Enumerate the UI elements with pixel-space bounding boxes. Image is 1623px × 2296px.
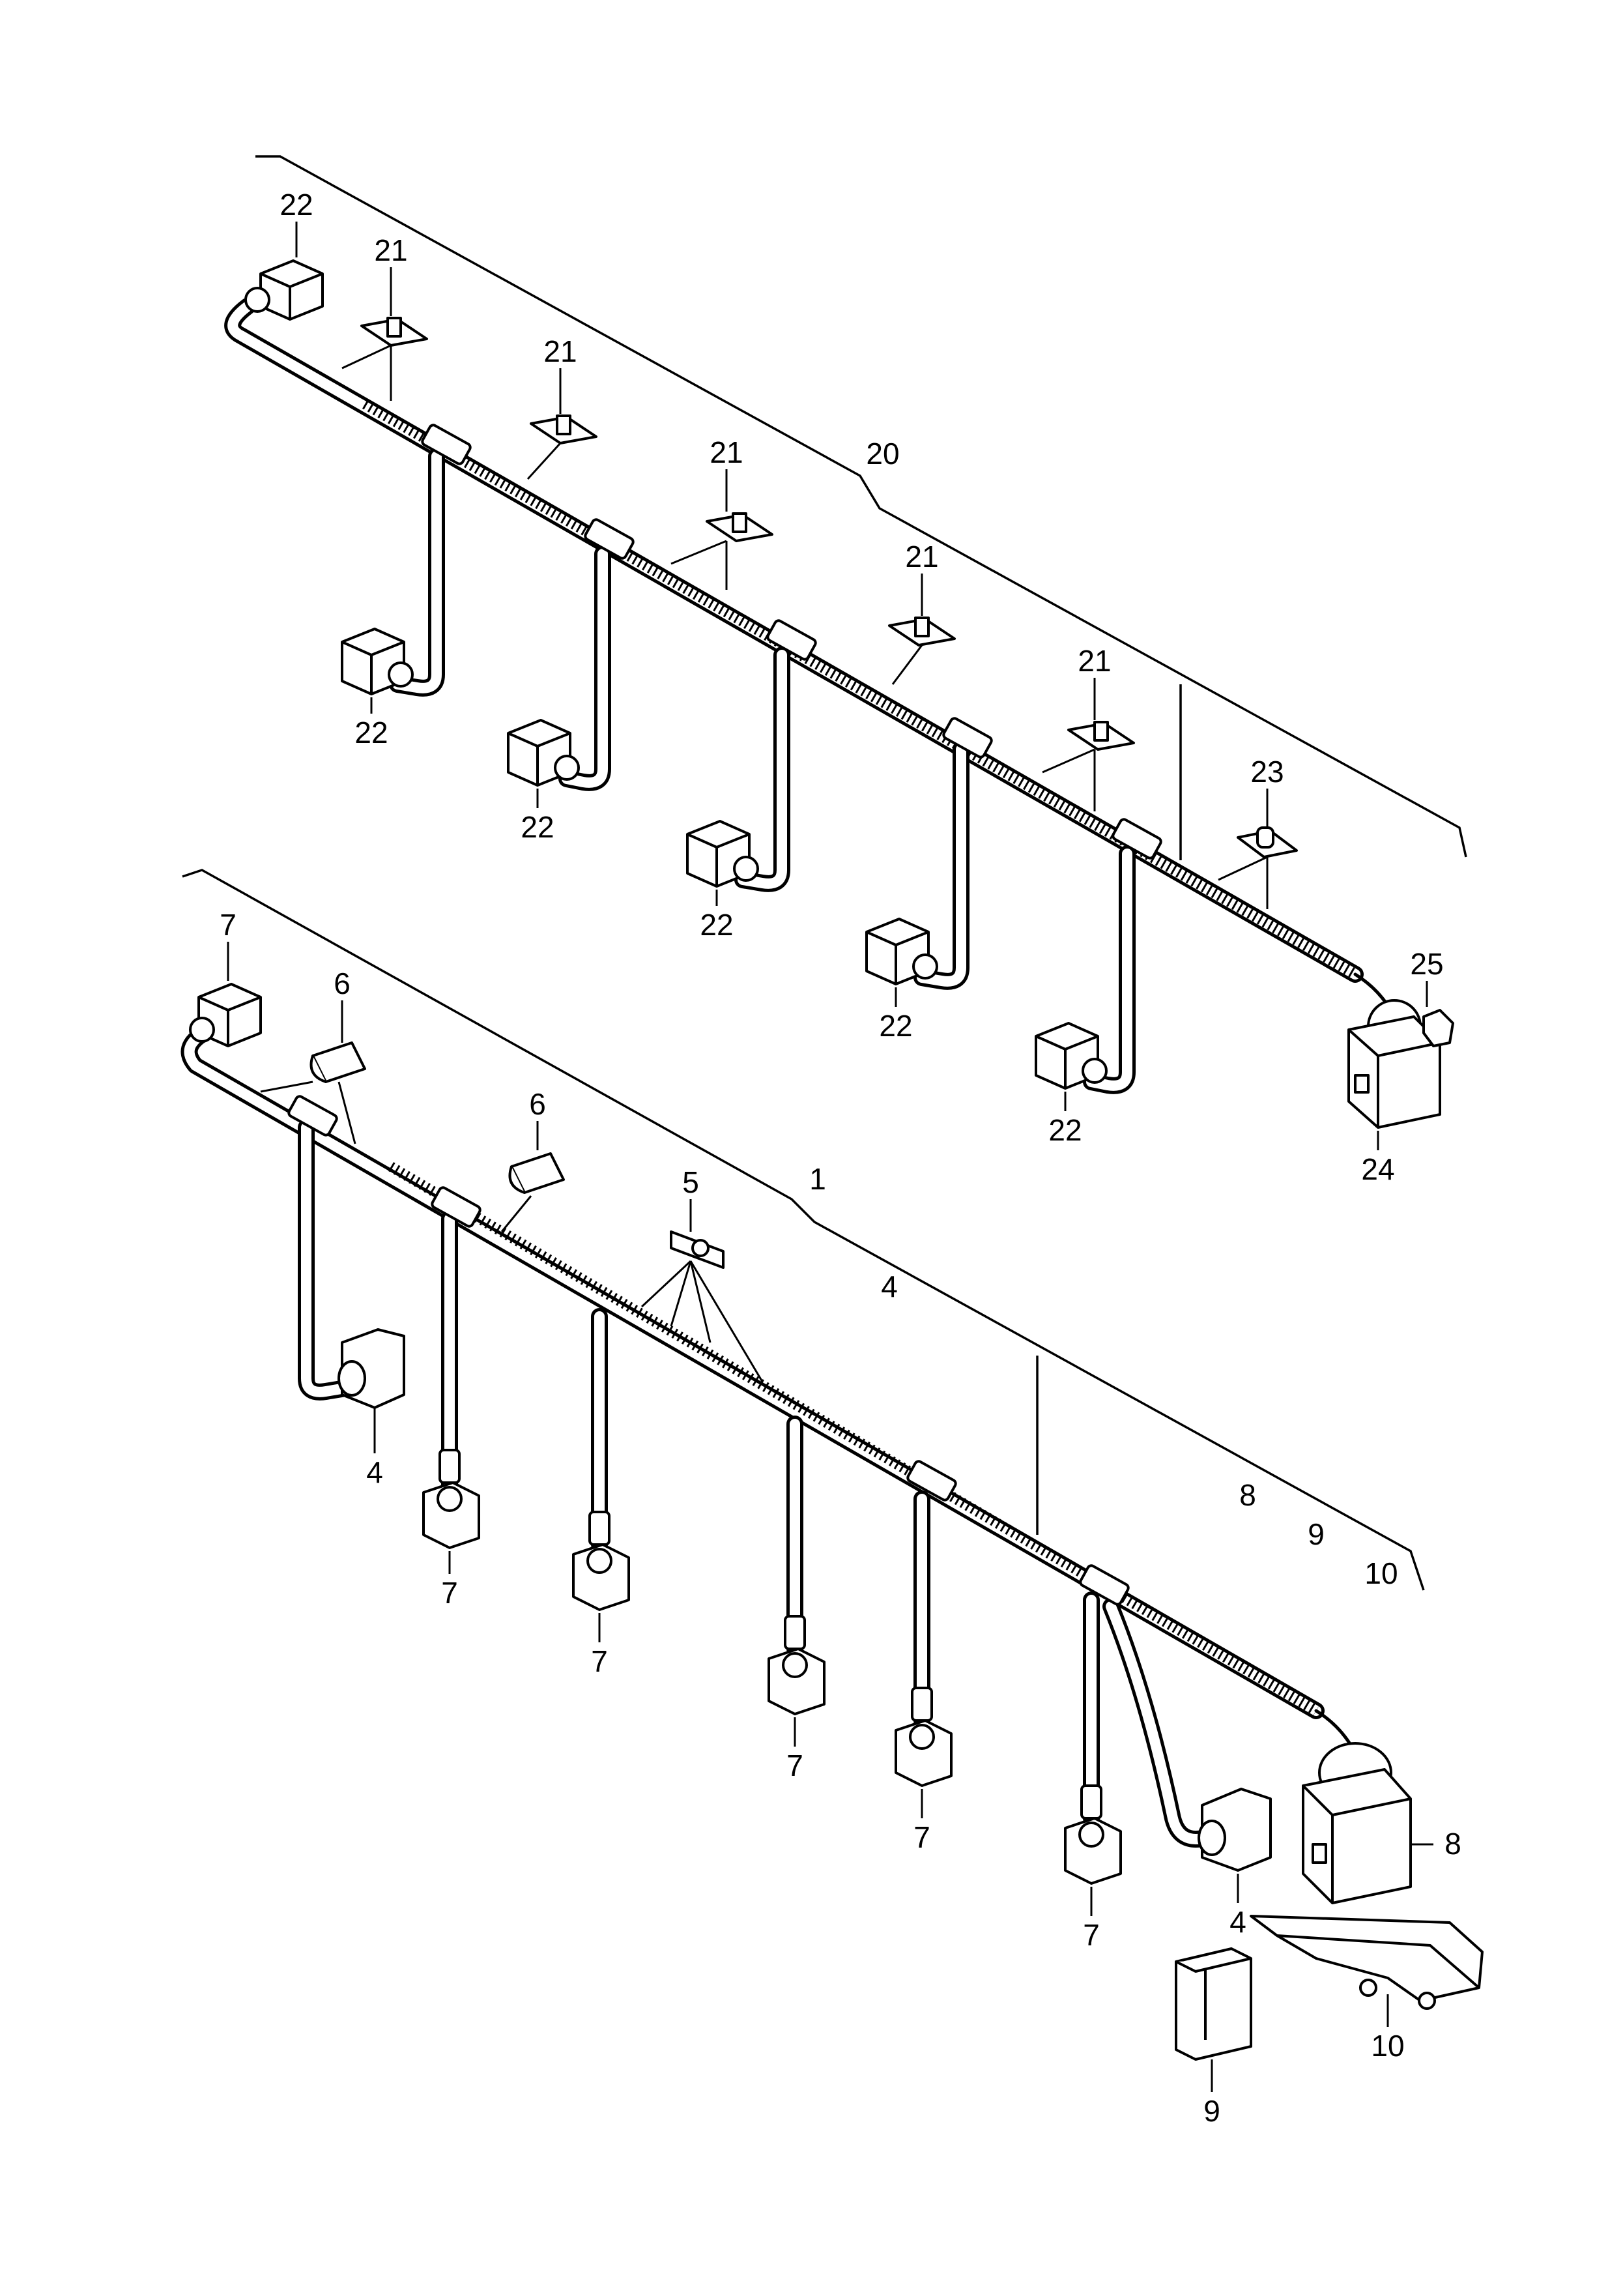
holder-icon (338, 1328, 405, 1409)
holder-icon (1422, 1009, 1454, 1047)
upper-branches (389, 448, 1136, 1094)
callout-6: 6 (529, 1087, 546, 1121)
callout-7: 7 (220, 908, 237, 942)
callout-21: 21 (543, 334, 577, 368)
callout-7: 7 (591, 1644, 608, 1678)
callout-21: 21 (374, 233, 407, 267)
clip-icon (706, 512, 773, 542)
bracket-icon (1175, 1947, 1252, 2061)
clip-icon (508, 1152, 565, 1194)
group-1-bracket (182, 869, 1425, 1591)
clip-icon (360, 317, 428, 347)
lower-branches (298, 1119, 1214, 1848)
callout-9: 9 (1203, 2094, 1220, 2128)
callout-7: 7 (441, 1576, 458, 1610)
callout-4: 4 (1229, 1905, 1246, 1939)
clip-icon (1067, 721, 1135, 751)
clip-icon (530, 414, 597, 444)
connector-icon (244, 259, 324, 321)
lower-harness-assembly (180, 869, 1484, 2092)
callout-21: 21 (1078, 644, 1111, 678)
callout-7: 7 (1083, 1918, 1100, 1952)
plug-icon (1347, 972, 1441, 1129)
group-20-bracket (255, 155, 1467, 858)
callout-7: 7 (913, 1820, 930, 1854)
connector-icon (572, 1511, 630, 1611)
callout-22: 22 (521, 810, 554, 844)
callout-22: 22 (354, 716, 388, 749)
connector-icon (507, 719, 580, 787)
callout-5: 5 (682, 1165, 699, 1199)
callout-4: 4 (881, 1270, 898, 1303)
callout-labels: 22 21 21 20 21 21 21 23 25 22 22 22 22 2… (220, 188, 1461, 2128)
lower-sleeves (287, 1095, 1130, 1606)
upper-harness-assembly (224, 155, 1467, 1150)
connector-icon (768, 1615, 826, 1715)
holder-icon (1198, 1788, 1272, 1872)
upper-sleeves (421, 424, 1162, 860)
connector-icon (686, 820, 759, 888)
callout-6: 6 (334, 966, 351, 1000)
connector-icon (189, 983, 262, 1047)
lower-leaders (227, 942, 1433, 2092)
callout-22: 22 (700, 908, 733, 942)
callout-4: 4 (366, 1455, 383, 1489)
clip-icon (309, 1041, 366, 1083)
clip-icon (1237, 826, 1298, 858)
clip-icon (670, 1230, 725, 1269)
callout-25: 25 (1410, 947, 1443, 981)
connector-icon (865, 918, 938, 985)
plug-icon (1302, 1709, 1412, 1904)
callout-22: 22 (1048, 1113, 1082, 1147)
callout-1: 1 (809, 1162, 826, 1196)
callout-22: 22 (879, 1009, 912, 1043)
clip-icon (888, 617, 956, 647)
connector-icon (422, 1449, 480, 1549)
callout-7: 7 (786, 1749, 803, 1782)
callout-22: 22 (280, 188, 313, 222)
callout-8: 8 (1239, 1478, 1256, 1512)
callout-24: 24 (1361, 1152, 1394, 1186)
callout-9: 9 (1308, 1517, 1325, 1551)
connector-icon (1035, 1022, 1108, 1090)
callout-21: 21 (905, 540, 938, 574)
connector-icon (341, 628, 414, 695)
callout-21: 21 (710, 435, 743, 469)
callout-8: 8 (1444, 1827, 1461, 1861)
callout-20: 20 (866, 437, 899, 471)
bracket-icon (1250, 1915, 1484, 2010)
connector-icon (1064, 1784, 1122, 1885)
connector-icon (895, 1687, 953, 1787)
callout-10: 10 (1371, 2029, 1404, 2063)
callout-10: 10 (1364, 1556, 1398, 1590)
callout-23: 23 (1250, 755, 1284, 789)
upper-leaders (295, 222, 1428, 1150)
